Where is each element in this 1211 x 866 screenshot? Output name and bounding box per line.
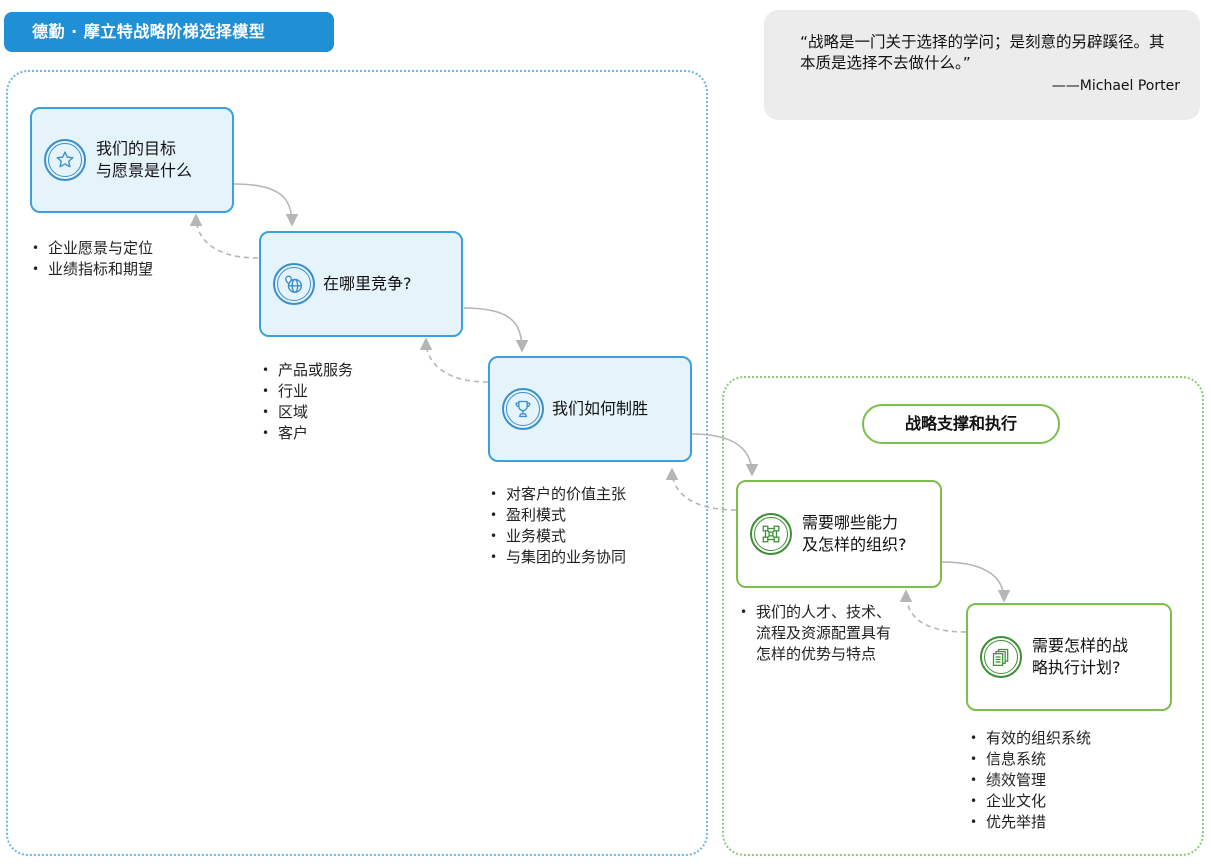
step-bullets-goals-vision: 企业愿景与定位 业绩指标和期望 (32, 238, 153, 280)
step-node-goals-vision: 我们的目标 与愿景是什么 (30, 107, 234, 213)
bullet-item: 信息系统 (970, 749, 1091, 770)
bullet-item: 产品或服务 (262, 360, 353, 381)
step-node-capabilities-org: 需要哪些能力 及怎样的组织? (736, 480, 942, 588)
bullet-item: 区域 (262, 402, 353, 423)
bullet-item: 绩效管理 (970, 770, 1091, 791)
bullet-item: 我们的人才、技术、 流程及资源配置具有 怎样的优势与特点 (740, 602, 940, 665)
quote-author: ——Michael Porter (1051, 78, 1180, 94)
documents-icon (980, 636, 1022, 678)
step-label: 我们如何制胜 (552, 399, 649, 418)
globe-location-icon (273, 263, 315, 305)
step-node-how-to-win: 我们如何制胜 (488, 356, 692, 462)
support-section-label: 战略支撑和执行 (862, 404, 1060, 444)
bullet-item: 企业愿景与定位 (32, 238, 153, 259)
quote-box: “战略是一门关于选择的学问；是刻意的另辟蹊径。其本质是选择不去做什么。” ——M… (764, 10, 1200, 120)
step-bullets-execution-plan: 有效的组织系统 信息系统 绩效管理 企业文化 优先举措 (970, 728, 1091, 833)
step-bullets-capabilities-org: 我们的人才、技术、 流程及资源配置具有 怎样的优势与特点 (740, 602, 940, 665)
diagram-title: 德勤 · 摩立特战略阶梯选择模型 (4, 12, 334, 52)
bullet-item: 行业 (262, 381, 353, 402)
step-bullets-where-to-compete: 产品或服务 行业 区域 客户 (262, 360, 353, 444)
bullet-item: 企业文化 (970, 791, 1091, 812)
bullet-item: 优先举措 (970, 812, 1091, 833)
step-node-execution-plan: 需要怎样的战 略执行计划? (966, 603, 1172, 711)
bullet-item: 业务模式 (490, 526, 626, 547)
step-label: 在哪里竞争? (323, 274, 412, 293)
bullet-item: 业绩指标和期望 (32, 259, 153, 280)
step-bullets-how-to-win: 对客户的价值主张 盈利模式 业务模式 与集团的业务协同 (490, 484, 626, 568)
bullet-item: 盈利模式 (490, 505, 626, 526)
bullet-item: 与集团的业务协同 (490, 547, 626, 568)
step-label: 需要怎样的战 略执行计划? (1032, 636, 1129, 677)
star-icon (44, 139, 86, 181)
step-label: 我们的目标 与愿景是什么 (96, 139, 193, 180)
bullet-item: 客户 (262, 423, 353, 444)
step-label: 需要哪些能力 及怎样的组织? (802, 513, 907, 554)
quote-text: “战略是一门关于选择的学问；是刻意的另辟蹊径。其本质是选择不去做什么。” (800, 33, 1165, 72)
step-node-where-to-compete: 在哪里竞争? (259, 231, 463, 337)
support-execution-region (722, 376, 1204, 856)
trophy-icon (502, 388, 544, 430)
bullet-item: 有效的组织系统 (970, 728, 1091, 749)
network-icon (750, 513, 792, 555)
bullet-item: 对客户的价值主张 (490, 484, 626, 505)
